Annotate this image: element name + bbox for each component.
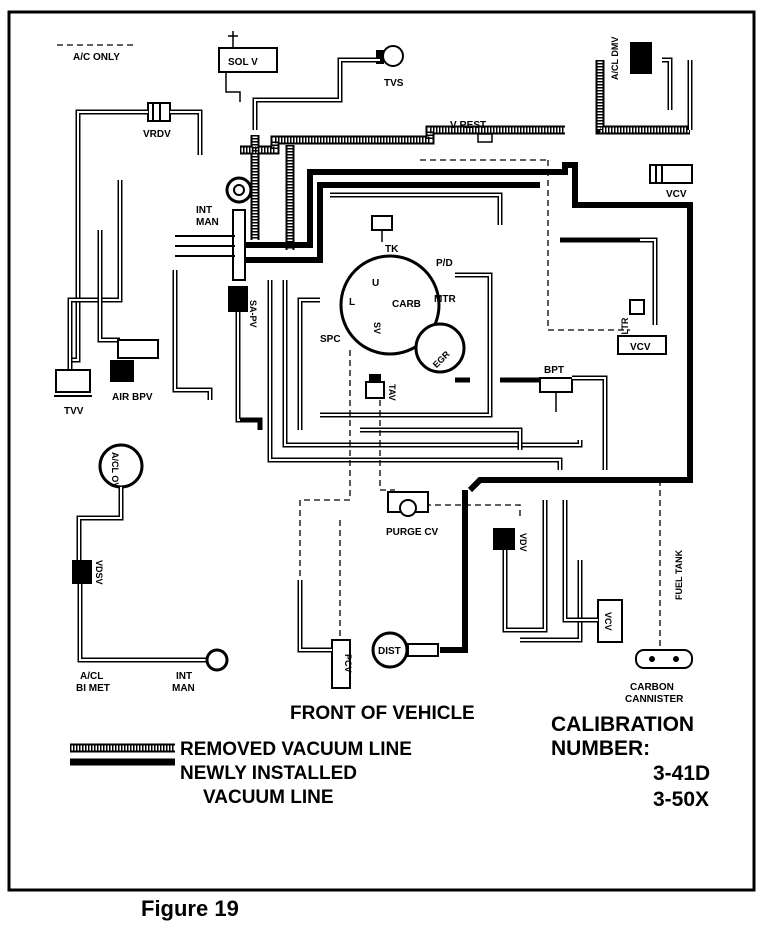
svg-text:SPC: SPC <box>320 334 341 345</box>
vdsv-valve: VDSV A/CL BI MET INT MAN <box>72 560 229 694</box>
ac-only-legend: A/C ONLY <box>57 44 135 63</box>
svg-text:TK: TK <box>385 244 399 255</box>
tvv-valve: TVV <box>54 369 92 417</box>
svg-text:VDV: VDV <box>518 533 528 552</box>
svg-text:MAN: MAN <box>172 683 195 694</box>
vrdv-valve: VRDV <box>143 102 171 140</box>
vdv-valve: VDV <box>493 500 548 633</box>
vcv-low: VCV <box>520 500 623 643</box>
svg-text:V REST: V REST <box>450 120 486 131</box>
svg-text:CANNISTER: CANNISTER <box>625 694 684 705</box>
svg-text:VCV: VCV <box>630 342 651 353</box>
sol-v-valve: SOL V <box>218 31 278 102</box>
int-man-fitting: INT MAN <box>175 176 253 281</box>
legend: REMOVED VACUUM LINE NEWLY INSTALLED VACU… <box>70 739 412 808</box>
svg-text:NEWLY INSTALLED: NEWLY INSTALLED <box>180 763 357 784</box>
svg-text:PCV: PCV <box>343 654 353 673</box>
figure-caption: Figure 19 <box>141 896 239 921</box>
svg-text:FLTR: FLTR <box>620 317 630 340</box>
carbon-cannister: CARBON CANNISTER <box>625 649 693 705</box>
svg-text:CARB: CARB <box>392 299 421 310</box>
svg-text:VACUUM LINE: VACUUM LINE <box>203 787 334 808</box>
svg-text:AIR BPV: AIR BPV <box>112 392 153 403</box>
svg-text:PURGE CV: PURGE CV <box>386 527 439 538</box>
bpt-valve: BPT <box>539 365 573 412</box>
svg-text:SV: SV <box>372 322 382 334</box>
svg-text:REMOVED VACUUM LINE: REMOVED VACUUM LINE <box>180 739 412 760</box>
svg-text:SA-PV: SA-PV <box>248 300 258 328</box>
svg-text:VDSV: VDSV <box>94 560 104 585</box>
svg-text:INT: INT <box>196 205 212 216</box>
fuel-tank-label: FUEL TANK <box>674 549 684 600</box>
svg-text:DIST: DIST <box>378 646 401 657</box>
purge-cv: PURGE CV <box>386 491 439 538</box>
egr-valve: EGR <box>414 322 466 374</box>
calibration-block: CALIBRATION NUMBER: 3-41D 3-50X <box>551 713 710 811</box>
pcv-valve: PCV <box>297 580 353 689</box>
svg-text:INT: INT <box>176 671 192 682</box>
tvs-switch: TVS <box>252 45 404 130</box>
v-rest: V REST <box>420 120 630 331</box>
svg-text:A/CL OV: A/CL OV <box>110 452 120 488</box>
vcv-top: VCV <box>649 164 693 200</box>
tk-fitting: TK <box>371 215 399 255</box>
tav-valve: TAV <box>365 374 397 401</box>
svg-text:TAV: TAV <box>387 384 397 401</box>
front-of-vehicle-label: FRONT OF VEHICLE <box>290 703 475 724</box>
svg-text:A/CL DMV: A/CL DMV <box>610 37 620 80</box>
diagram-border <box>7 10 756 892</box>
sa-pv-valve: SA-PV <box>172 270 263 430</box>
svg-text:TVV: TVV <box>64 406 84 417</box>
svg-text:TVS: TVS <box>384 78 404 89</box>
svg-text:CALIBRATION: CALIBRATION <box>551 713 694 736</box>
svg-text:NUMBER:: NUMBER: <box>551 737 650 760</box>
svg-text:VCV: VCV <box>603 612 613 631</box>
svg-text:SOL V: SOL V <box>228 57 258 68</box>
acl-dmv: A/CL DMV <box>610 37 693 130</box>
svg-text:VRDV: VRDV <box>143 129 171 140</box>
distributor: DIST <box>371 631 439 669</box>
svg-text:VCV: VCV <box>666 189 687 200</box>
svg-text:A/C ONLY: A/C ONLY <box>73 52 120 63</box>
svg-text:MAN: MAN <box>196 217 219 228</box>
svg-text:3-41D: 3-41D <box>653 762 710 785</box>
fltr-vcv: FLTR VCV <box>600 237 667 355</box>
carburetor: U L CARB P/D MTR SPC SV <box>320 254 456 356</box>
svg-text:3-50X: 3-50X <box>653 788 709 811</box>
svg-text:BPT: BPT <box>544 365 564 376</box>
svg-text:CARBON: CARBON <box>630 682 674 693</box>
svg-text:MTR: MTR <box>434 294 456 305</box>
svg-text:A/CL: A/CL <box>80 671 103 682</box>
svg-text:L: L <box>349 297 355 308</box>
svg-text:U: U <box>372 278 379 289</box>
svg-text:P/D: P/D <box>436 258 453 269</box>
svg-text:BI MET: BI MET <box>76 683 110 694</box>
acl-ov: A/CL OV <box>76 443 144 560</box>
air-bpv-valve: AIR BPV <box>110 339 159 403</box>
